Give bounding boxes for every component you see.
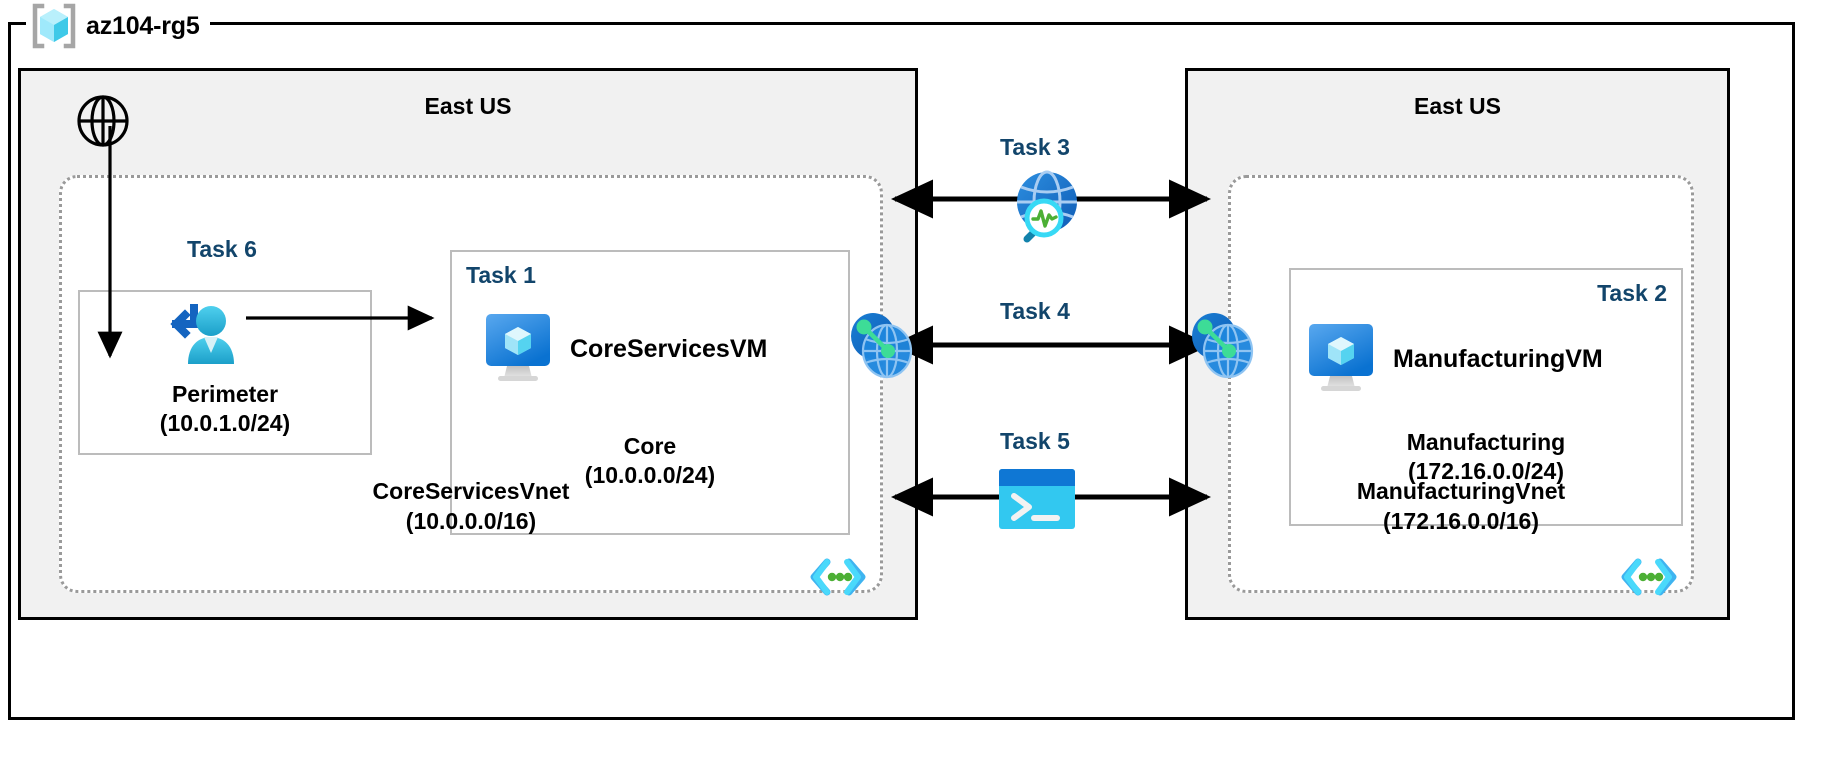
task-label-1: Task 1 — [466, 262, 536, 288]
subnet-manufacturing: Task 2 — [1289, 268, 1683, 526]
manufacturing-name: Manufacturing — [1406, 429, 1566, 455]
coreservicesvnet-cidr: (10.0.0.0/16) — [405, 507, 537, 534]
remote-access-user-icon — [164, 302, 242, 376]
internet-globe-icon — [75, 93, 131, 149]
region-right-eastus: East US Task 2 — [1185, 68, 1730, 620]
manufacturingvnet-label: ManufacturingVnet (172.16.0.0/16) — [1231, 477, 1691, 536]
perimeter-resource-row — [164, 302, 242, 376]
vnet-peering-icon — [1186, 308, 1258, 382]
region-left-title: East US — [424, 93, 512, 119]
coreservicesvm-name: CoreServicesVM — [570, 334, 768, 363]
vnet-peering-icon — [845, 308, 917, 382]
perimeter-name: Perimeter — [171, 381, 279, 407]
virtual-machine-icon — [1307, 322, 1375, 396]
task-label-4: Task 4 — [1000, 298, 1070, 324]
region-right-title: East US — [1414, 93, 1501, 119]
task-label-5: Task 5 — [1000, 428, 1070, 454]
manufacturing-caption: Manufacturing (172.16.0.0/24) — [1291, 428, 1681, 487]
network-watcher-icon — [1000, 168, 1086, 254]
resource-group-name: az104-rg5 — [86, 11, 200, 40]
manufacturingvnet-name: ManufacturingVnet — [1356, 478, 1566, 505]
task-label-3: Task 3 — [1000, 134, 1070, 160]
cloud-shell-icon — [998, 468, 1076, 530]
coreservicesvnet-label: CoreServicesVnet (10.0.0.0/16) — [62, 477, 880, 536]
subnet-perimeter: Perimeter (10.0.1.0/24) — [78, 290, 372, 455]
subnet-code-brackets-icon — [810, 556, 866, 598]
coreservicesvm-row: CoreServicesVM — [484, 312, 767, 386]
core-name: Core — [623, 433, 677, 459]
vnet-manufacturingvnet: Task 2 — [1228, 175, 1694, 596]
core-caption: Core (10.0.0.0/24) — [452, 432, 848, 491]
subnet-core: Task 1 — [450, 250, 850, 535]
resource-group-header: az104-rg5 — [26, 0, 210, 52]
manufacturing-cidr: (172.16.0.0/24) — [1407, 458, 1564, 485]
virtual-machine-icon — [484, 312, 552, 386]
core-cidr: (10.0.0.0/24) — [584, 462, 716, 489]
perimeter-cidr: (10.0.1.0/24) — [159, 410, 291, 437]
manufacturingvnet-cidr: (172.16.0.0/16) — [1382, 507, 1539, 534]
task-label-6: Task 6 — [187, 236, 257, 262]
manufacturingvm-row: ManufacturingVM — [1307, 322, 1603, 396]
perimeter-caption: Perimeter (10.0.1.0/24) — [80, 380, 370, 439]
manufacturingvm-name: ManufacturingVM — [1393, 344, 1603, 373]
resource-group-frame — [8, 22, 1795, 720]
subnet-code-brackets-icon — [1621, 556, 1677, 598]
task-label-2: Task 2 — [1597, 280, 1667, 306]
vnet-coreservicesvnet: Perimeter (10.0.1.0/24) Task 6 Task 1 — [59, 175, 883, 596]
region-left-eastus: East US — [18, 68, 918, 620]
coreservicesvnet-name: CoreServicesVnet — [372, 478, 570, 505]
resource-group-cube-icon — [30, 3, 78, 49]
